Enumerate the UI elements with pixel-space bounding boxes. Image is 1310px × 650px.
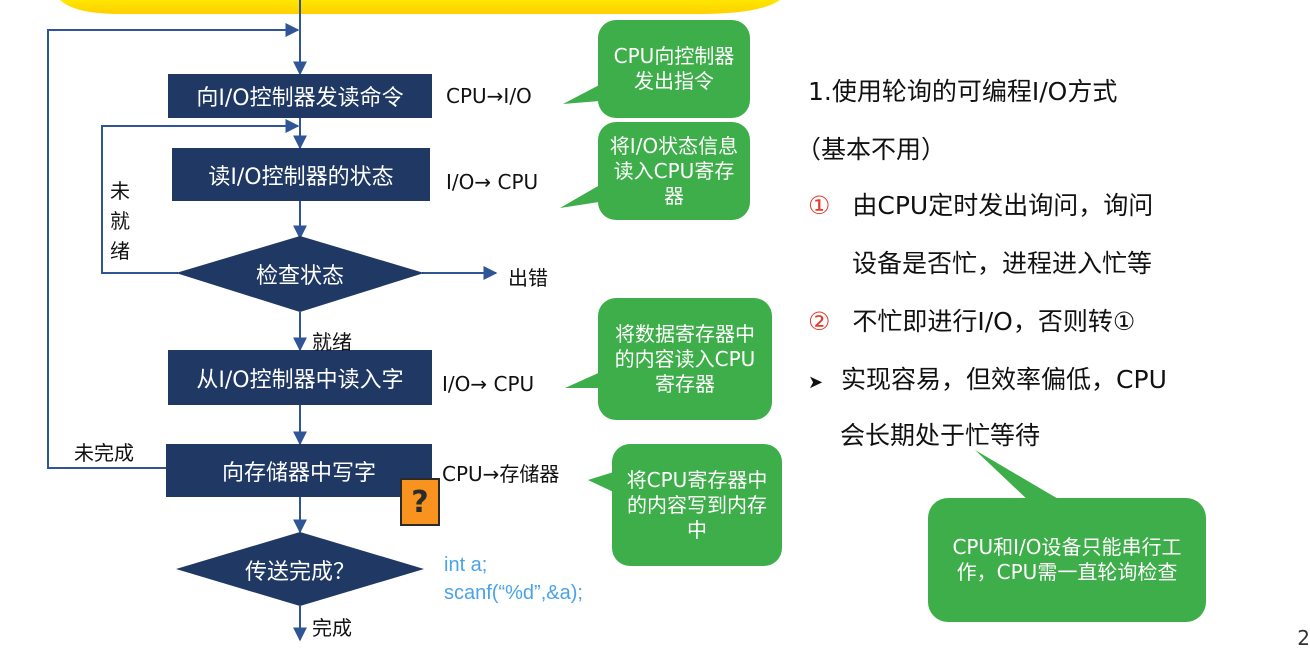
page-number: 2 [1297, 626, 1310, 650]
code-line-1: int a; [444, 554, 488, 576]
transfer-io-cpu-1: I/O→ CPU [446, 170, 539, 194]
transfer-done-label: 传送完成？ [244, 560, 355, 585]
not-ready-label: 未就绪 [110, 179, 130, 263]
item-3-text-a: 实现容易，但效率偏低，CPU [841, 365, 1167, 394]
item-2-text: 不忙即进行I/O，否则转① [852, 307, 1136, 336]
bullet-arrow-icon: ➤ [808, 372, 824, 393]
item-2-number: ② [808, 307, 831, 336]
question-mark-icon[interactable]: ? [400, 478, 440, 526]
check-status-label: 检查状态 [255, 264, 344, 289]
item-3-text-b: 会长期处于忙等待 [840, 421, 1041, 450]
check-status-diamond [176, 236, 424, 312]
item-1-text-a: 由CPU定时发出询问，询问 [852, 191, 1154, 220]
not-done-label: 未完成 [74, 441, 134, 465]
top-banner [60, 0, 780, 14]
method-title: 1.使用轮询的可编程I/O方式 [808, 77, 1118, 106]
bubble-cpu-command: CPU向控制器发出指令 [613, 44, 735, 93]
bubble-write-memory: 将CPU寄存器中的内容写到内存中 [626, 467, 768, 542]
item-1: ① 由CPU定时发出询问，询问 [808, 186, 1153, 222]
ready-label: 就绪 [312, 330, 352, 354]
read-word-box: 从I/O控制器中读入字 [168, 350, 432, 405]
item-2: ② 不忙即进行I/O，否则转① [808, 302, 1135, 338]
done-label: 完成 [312, 616, 352, 640]
transfer-cpu-io: CPU→I/O [446, 84, 532, 108]
read-status-box: 读I/O控制器的状态 [172, 148, 430, 201]
bubble-serial-work: CPU和I/O设备只能串行工作，CPU需一直轮询检查 [952, 535, 1182, 584]
write-memory-box: 向存储器中写字 [166, 444, 432, 497]
method-subtitle: （基本不用） [796, 135, 947, 164]
transfer-done-diamond [176, 532, 424, 606]
transfer-io-cpu-2: I/O→ CPU [442, 372, 535, 396]
transfer-cpu-memory: CPU→存储器 [442, 462, 560, 486]
item-3: ➤ 实现容易，但效率偏低，CPU [808, 360, 1167, 396]
bubble-read-status: 将I/O状态信息读入CPU寄存器 [609, 133, 739, 208]
error-label: 出错 [508, 266, 548, 290]
item-1-number: ① [808, 191, 831, 220]
send-read-command-box: 向I/O控制器发读命令 [168, 74, 432, 118]
item-1-text-b: 设备是否忙，进程进入忙等 [852, 249, 1153, 278]
bubble-read-data: 将数据寄存器中的内容读入CPU寄存器 [614, 321, 756, 396]
code-line-2: scanf(“%d”,&a); [444, 582, 583, 604]
